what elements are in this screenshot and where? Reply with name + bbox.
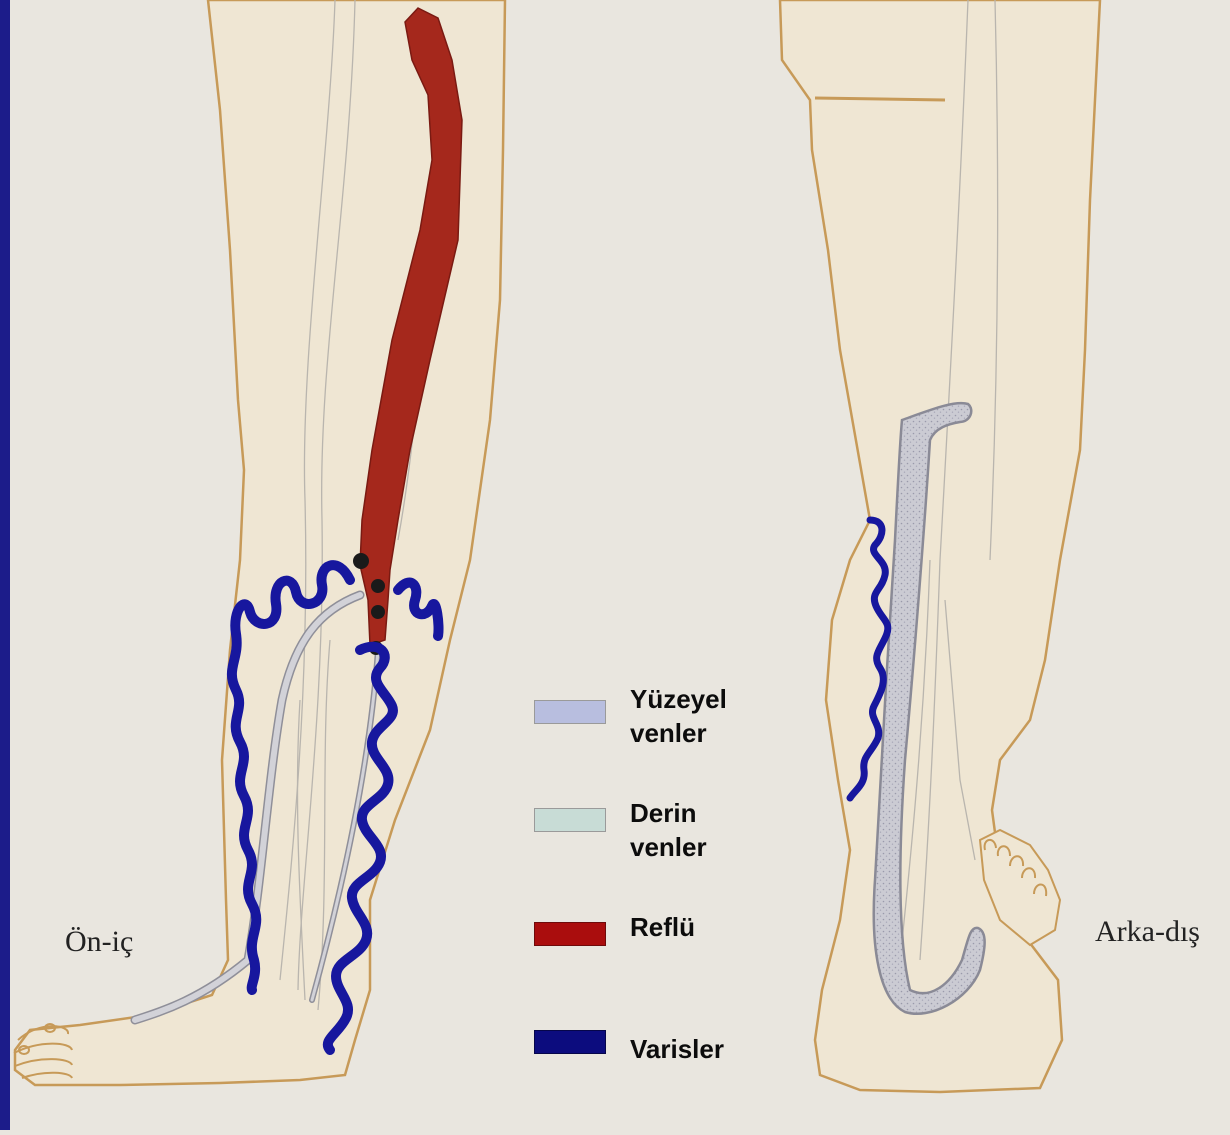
legend-label-deep-line1: Derin bbox=[630, 796, 707, 830]
legend-label-deep-line2: venler bbox=[630, 830, 707, 864]
legend-swatch-varicose bbox=[534, 1030, 606, 1054]
legend-label-superficial-line2: venler bbox=[630, 716, 727, 750]
legend-label-superficial-line1: Yüzeyel bbox=[630, 682, 727, 716]
front-view-label: Ön-iç bbox=[65, 925, 133, 959]
legend-swatch-reflux bbox=[534, 922, 606, 946]
legend-swatch-superficial bbox=[534, 700, 606, 724]
legend-label-reflux: Reflü bbox=[630, 910, 695, 944]
left-edge-strip bbox=[0, 0, 10, 1130]
legend-swatch-deep bbox=[534, 808, 606, 832]
back-view-label: Arka-dış bbox=[1095, 915, 1200, 949]
legend-label-varicose: Varisler bbox=[630, 1032, 724, 1066]
back-knee-crease bbox=[815, 98, 945, 100]
